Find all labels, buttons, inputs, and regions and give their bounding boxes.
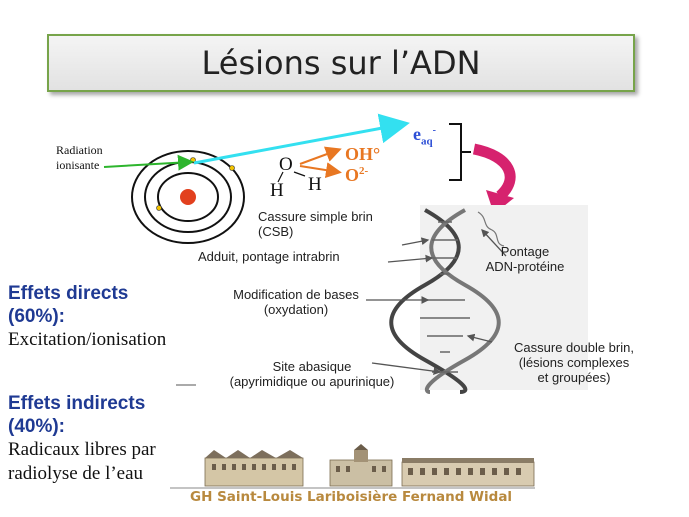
effects-indirect-body-line1: Radicaux libres par bbox=[8, 439, 156, 460]
effects-indirect-body-line2: radiolyse de l’eau bbox=[8, 463, 144, 484]
electron-aq-label: eaq- bbox=[413, 124, 436, 148]
water-bond-left bbox=[277, 171, 284, 183]
superoxide-label: O2- bbox=[345, 165, 369, 185]
effects-indirect: Effets indirects (40%): Radicaux libres … bbox=[8, 392, 156, 486]
hydroxyl-radical-label: OH° bbox=[345, 144, 381, 164]
water-oxygen: O bbox=[279, 154, 293, 175]
csb-label: Cassure simple brin (CSB) bbox=[258, 209, 373, 239]
nucleus-icon bbox=[180, 189, 196, 205]
pontage-label: Pontage ADN-protéine bbox=[485, 244, 565, 274]
water-hydrogen-right: H bbox=[308, 174, 322, 195]
effects-direct-percent: (60%): bbox=[8, 306, 66, 327]
split-arrow-oh bbox=[299, 146, 342, 165]
water-bond-right bbox=[293, 171, 306, 177]
radiation-arrow bbox=[103, 154, 194, 171]
water-hydrogen-left: H bbox=[270, 180, 284, 201]
dna-helix-icon bbox=[389, 208, 505, 394]
effects-indirect-percent: (40%): bbox=[8, 416, 66, 437]
dna-panel bbox=[420, 205, 588, 390]
effects-direct: Effets directs (60%): Excitation/ionisat… bbox=[8, 282, 166, 352]
effects-indirect-heading: Effets indirects bbox=[8, 393, 146, 414]
hospital-buildings-icon bbox=[204, 444, 535, 487]
electron-arrow bbox=[193, 113, 410, 165]
effects-direct-body: Excitation/ionisation bbox=[8, 329, 167, 350]
slide-title: Lésions sur l’ADN bbox=[47, 34, 635, 92]
modification-label: Modification de bases (oxydation) bbox=[233, 287, 359, 317]
atom-icon bbox=[131, 150, 245, 244]
cassure-double-brin-label: Cassure double brin, (lésions complexes … bbox=[514, 340, 634, 385]
radiation-label: Radiation ionisante bbox=[56, 143, 103, 172]
adduit-label: Adduit, pontage intrabrin bbox=[198, 249, 340, 264]
split-arrow-o2 bbox=[299, 162, 342, 179]
site-abasique-label: Site abasique (apyrimidique ou apuriniqu… bbox=[229, 359, 395, 389]
footer-hospital-name: GH Saint-Louis Lariboisière Fernand Wida… bbox=[190, 489, 513, 505]
curved-arrow bbox=[472, 143, 516, 201]
effects-direct-heading: Effets directs bbox=[8, 283, 129, 304]
bracket-icon bbox=[449, 123, 471, 181]
